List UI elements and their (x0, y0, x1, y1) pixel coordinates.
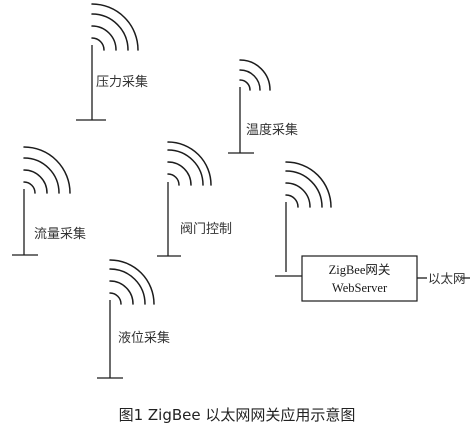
antenna-flow: 流量采集 (12, 146, 86, 256)
figure-caption: 图1 ZigBee 以太网网关应用示意图 (119, 406, 356, 424)
node-label-level: 液位采集 (118, 330, 170, 346)
signal-waves-icon (239, 59, 271, 91)
signal-waves-icon (23, 146, 71, 194)
antenna-pressure: 压力采集 (76, 3, 148, 121)
node-label-pressure: 压力采集 (96, 74, 148, 90)
node-label-flow: 流量采集 (34, 226, 86, 242)
node-label-temperature: 温度采集 (246, 122, 298, 138)
gateway-subtitle: WebServer (332, 281, 388, 295)
antenna-gateway (275, 161, 332, 277)
gateway-box: ZigBee网关 WebServer (301, 255, 418, 302)
ethernet-label: 以太网 (428, 271, 466, 286)
signal-waves-icon (91, 3, 139, 51)
gateway-title: ZigBee网关 (329, 263, 391, 277)
node-label-valve: 阀门控制 (180, 222, 232, 237)
antenna-level: 液位采集 (97, 259, 170, 379)
antenna-valve: 阀门控制 (157, 141, 232, 257)
signal-waves-icon (285, 161, 332, 208)
ethernet-link: 以太网 (417, 271, 470, 286)
antenna-temperature: 温度采集 (228, 59, 298, 154)
gateway-frame (301, 255, 418, 302)
signal-waves-icon (167, 141, 212, 186)
signal-waves-icon (109, 259, 155, 305)
